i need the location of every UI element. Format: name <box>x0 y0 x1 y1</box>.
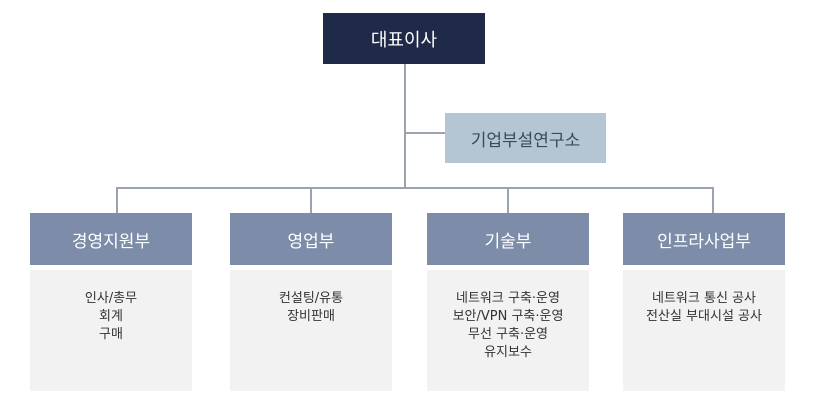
department-box-management: 경영지원부 <box>30 213 192 265</box>
duty-item: 무선 구축·운영 <box>467 327 549 342</box>
department-box-sales: 영업부 <box>230 213 392 265</box>
ceo-label: 대표이사 <box>370 29 438 51</box>
department-label: 기술부 <box>484 231 532 252</box>
department-label: 경영지원부 <box>71 231 151 252</box>
ceo-box: 대표이사 <box>323 13 485 64</box>
department-box-infrastructure: 인프라사업부 <box>623 213 785 265</box>
duty-item: 컨설팅/유통 <box>278 291 344 306</box>
dept-drop-line-3 <box>507 187 509 213</box>
dept-drop-line-4 <box>712 187 714 213</box>
ceo-trunk-line <box>404 64 406 188</box>
duty-item: 인사/총무 <box>84 291 138 306</box>
duty-item: 유지보수 <box>484 345 532 360</box>
duty-item: 회계 <box>99 309 123 324</box>
duties-box-tech: 네트워크 구축·운영 보안/VPN 구축·운영 무선 구축·운영 유지보수 <box>427 270 589 391</box>
duties-box-sales: 컨설팅/유통 장비판매 <box>230 270 392 391</box>
lab-branch-line <box>404 132 445 134</box>
department-bus-line <box>116 187 714 189</box>
dept-drop-line-1 <box>116 187 118 213</box>
duty-item: 보안/VPN 구축·운영 <box>452 309 564 324</box>
duty-item: 전산실 부대시설 공사 <box>646 309 762 324</box>
duties-box-infrastructure: 네트워크 통신 공사 전산실 부대시설 공사 <box>623 270 785 391</box>
duties-box-management: 인사/총무 회계 구매 <box>30 270 192 391</box>
department-box-tech: 기술부 <box>427 213 589 265</box>
dept-drop-line-2 <box>310 187 312 213</box>
research-lab-label: 기업부설연구소 <box>470 130 581 151</box>
duty-item: 구매 <box>99 327 123 342</box>
duty-item: 네트워크 구축·운영 <box>456 291 560 306</box>
department-label: 영업부 <box>287 231 335 252</box>
department-label: 인프라사업부 <box>657 231 751 252</box>
research-lab-box: 기업부설연구소 <box>445 113 606 163</box>
duty-item: 장비판매 <box>287 309 335 324</box>
duty-item: 네트워크 통신 공사 <box>652 291 756 306</box>
